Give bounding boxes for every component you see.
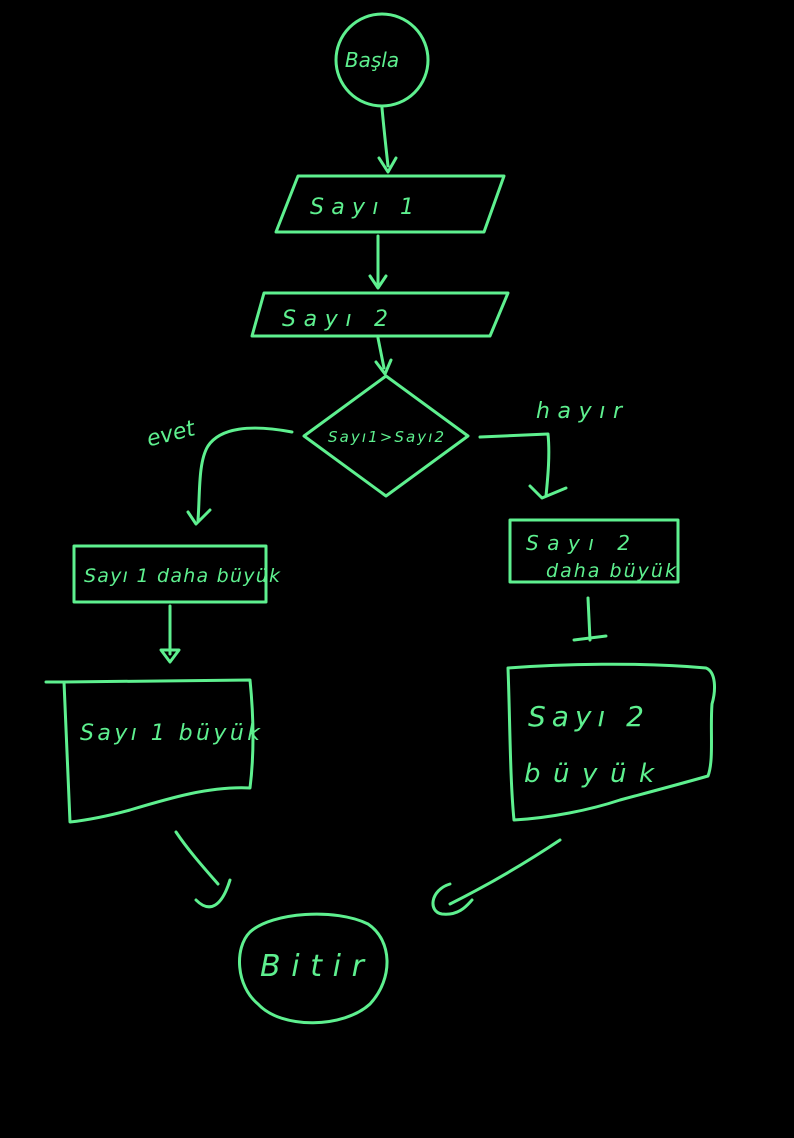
arrow-yes-output-to-end: [174, 830, 232, 909]
output-no-label-line2: büyük: [524, 759, 655, 789]
start-node: Başla: [334, 12, 430, 108]
arrow-start-to-input1: [377, 106, 398, 174]
output-no-shape: [506, 662, 716, 822]
decision-shape: [302, 374, 470, 498]
process-no-label-line1: Sayı 2: [526, 531, 630, 555]
start-label: Başla: [345, 48, 399, 72]
process-yes-shape: [72, 544, 268, 604]
start-circle: [334, 12, 430, 108]
arrow-decision-to-no: [478, 432, 551, 498]
process-yes-label: Sayı 1 daha büyük: [84, 565, 281, 587]
process-no-node: Sayı 2 daha büyük: [508, 518, 680, 584]
input1-label: Sayı 1: [310, 195, 414, 220]
end-circle: [238, 912, 389, 1025]
end-label: Bitir: [260, 949, 366, 984]
decision-label: Sayı1>Sayı2: [328, 428, 444, 446]
branch-yes: evet: [144, 416, 294, 526]
branch-yes-label: evet: [144, 416, 199, 452]
arrow-yes-process-to-output: [159, 604, 181, 664]
process-yes-node: Sayı 1 daha büyük: [72, 544, 281, 604]
arrow-input1-to-input2: [368, 234, 388, 290]
output-no-label-line1: Sayı 2: [528, 700, 644, 733]
input2-label: Sayı 2: [282, 307, 388, 332]
arrow-no-process-to-output: [572, 596, 608, 642]
output-no-node: Sayı 2 büyük: [506, 662, 716, 822]
arrow-decision-to-yes: [196, 426, 294, 522]
input2-node: Sayı 2: [250, 291, 510, 338]
input1-shape: [274, 174, 506, 234]
process-no-label-line2: daha büyük: [546, 560, 677, 582]
input1-node: Sayı 1: [274, 174, 506, 234]
arrow-input2-to-decision: [374, 336, 393, 376]
branch-no: hayır: [478, 399, 624, 500]
branch-no-label: hayır: [536, 399, 624, 424]
input2-shape: [250, 291, 510, 338]
output-yes-label: Sayı 1 büyük: [80, 721, 261, 746]
decision-node: Sayı1>Sayı2: [302, 374, 470, 498]
output-yes-node: Sayı 1 büyük: [44, 678, 261, 824]
output-yes-shape: [44, 678, 255, 824]
end-node: Bitir: [238, 912, 389, 1025]
process-no-shape: [508, 518, 680, 584]
arrow-no-output-to-end: [431, 838, 562, 916]
